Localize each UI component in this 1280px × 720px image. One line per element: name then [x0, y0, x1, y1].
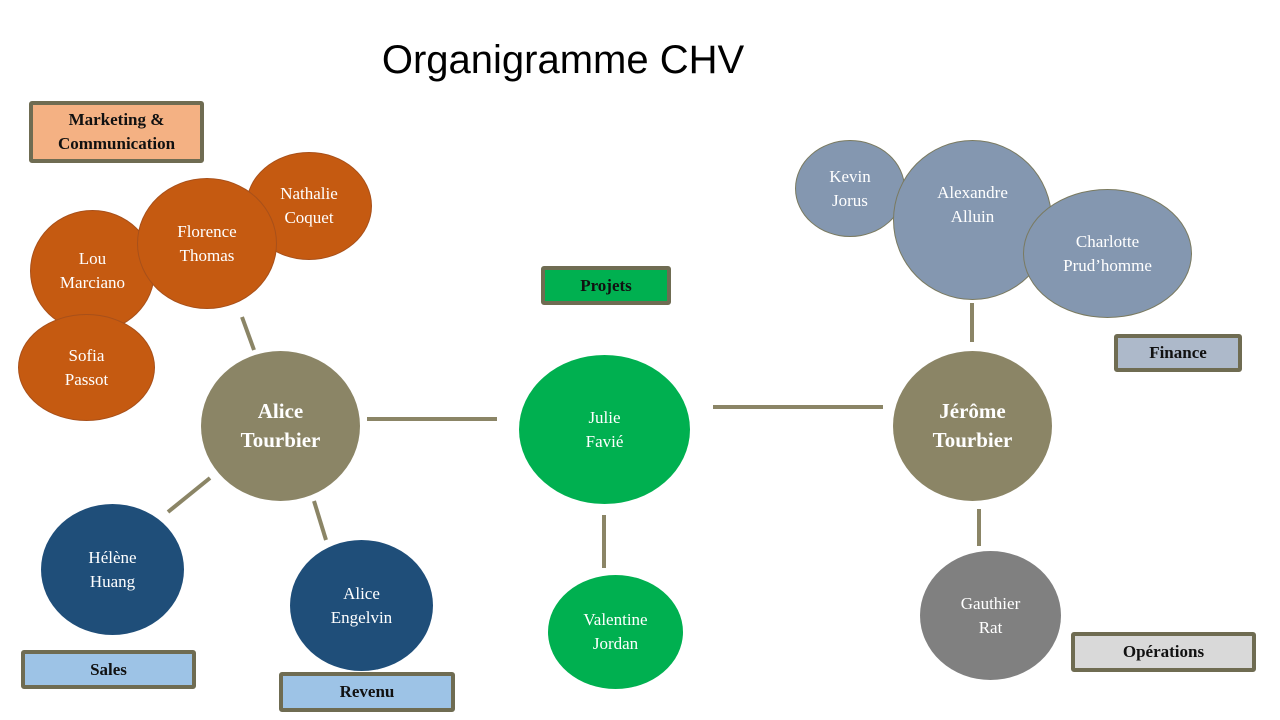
person-name: Julie Favié [585, 407, 624, 451]
person-name: Valentine Jordan [583, 610, 648, 653]
person-name: Gauthier Rat [960, 593, 1021, 637]
label-sales: Sales [21, 650, 196, 689]
node-julie-favie[interactable]: Julie Favié [519, 355, 690, 504]
person-name: Lou Marciano [59, 249, 126, 292]
node-jerome-tourbier[interactable]: Jérôme Tourbier [893, 351, 1052, 501]
person-name: Charlotte Prud’homme [1063, 231, 1152, 275]
node-helene-huang[interactable]: Hélène Huang [41, 504, 184, 635]
page-title: Organigramme CHV [381, 38, 745, 82]
person-name: Sofia Passot [64, 345, 109, 389]
label-marketing-communication: Marketing & Communication [29, 101, 204, 163]
node-alice-tourbier[interactable]: Alice Tourbier [201, 351, 360, 501]
node-alice-engelvin[interactable]: Alice Engelvin [290, 540, 433, 671]
person-name: Alice Tourbier [240, 399, 321, 452]
person-name: Kevin Jorus [829, 166, 871, 210]
label-operations: Opérations [1071, 632, 1256, 672]
person-name: Jérôme Tourbier [932, 399, 1013, 452]
label-revenu: Revenu [279, 672, 455, 712]
node-gauthier-rat[interactable]: Gauthier Rat [920, 551, 1061, 680]
person-name: Alice Engelvin [330, 583, 393, 627]
person-name: Alexandre Alluin [937, 183, 1008, 226]
node-kevin-jorus[interactable]: Kevin Jorus [795, 140, 905, 237]
connector-alice-helene [166, 476, 212, 514]
node-valentine-jordan[interactable]: Valentine Jordan [548, 575, 683, 689]
node-alexandre-alluin[interactable]: Alexandre Alluin [893, 140, 1052, 300]
person-name: Nathalie Coquet [280, 184, 338, 227]
node-lou-marciano[interactable]: Lou Marciano [30, 210, 155, 332]
connector-alice-florence [240, 316, 256, 351]
label-finance: Finance [1114, 334, 1242, 372]
connector-alice-engelvin [312, 500, 328, 541]
node-sofia-passot[interactable]: Sofia Passot [18, 314, 155, 421]
person-name: Florence Thomas [177, 221, 237, 265]
label-projets: Projets [541, 266, 671, 305]
person-name: Hélène Huang [88, 547, 137, 591]
node-charlotte-prudhomme[interactable]: Charlotte Prud’homme [1023, 189, 1192, 318]
node-florence-thomas[interactable]: Florence Thomas [137, 178, 277, 309]
